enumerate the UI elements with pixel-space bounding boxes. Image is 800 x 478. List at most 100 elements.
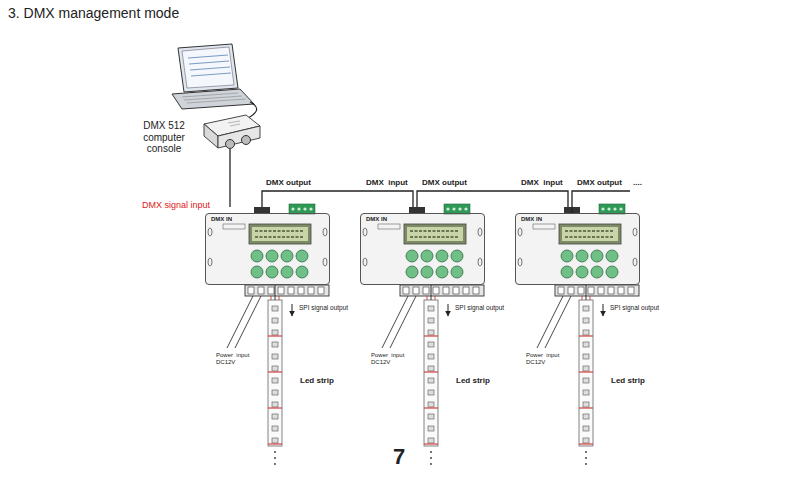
control-button [436,250,448,262]
console-side [218,126,260,148]
dmx-controller: DMX IN [205,213,330,285]
terminal-screw [446,207,449,210]
port-label: DMX IN [366,216,387,223]
control-button [436,266,448,278]
cut-mark [424,407,438,408]
mount-slot [478,258,482,266]
signal-label: SPI signal output [610,304,659,311]
strip-label: Led strip [300,376,334,385]
led-strip [579,300,593,446]
terminal-slot [288,287,294,294]
control-button [606,266,618,278]
controller-case [205,213,330,285]
terminal-slot [423,287,429,294]
control-button [266,266,278,278]
terminal-screw [613,207,616,210]
lcd-screen [407,227,463,241]
control-button [606,250,618,262]
chip-row [533,224,555,229]
mount-slot [633,258,637,266]
lcd-lines [565,231,613,237]
control-button [451,250,463,262]
port-label: DMX output [577,178,622,187]
power-wire [382,296,416,348]
port-label: DMX output [422,178,467,187]
control-button [561,266,573,278]
terminal-screw [601,207,604,210]
cut-mark [268,407,282,408]
laptop-base [172,89,254,109]
controller-body [360,204,485,465]
control-button [266,250,278,262]
page-title: 3. DMX management mode [8,5,179,21]
power-label: Power input DC12V [526,352,570,366]
cut-mark [424,371,438,372]
signal-label: DMX signal input [142,200,210,210]
mount-slot [323,228,327,236]
cut-mark [268,371,282,372]
console-print [228,121,240,126]
continuation-dot [585,463,587,465]
continuation-dot [274,463,276,465]
terminal-slot [433,287,439,294]
laptop [172,44,257,119]
terminal-slot [588,287,594,294]
terminal-slot [443,287,449,294]
control-button [296,250,308,262]
cut-mark [424,335,438,336]
page-number: 7 [393,444,405,469]
terminal-slot [268,287,274,294]
output-terminal [400,285,484,296]
led-chip [583,390,589,395]
chip-row [378,224,400,229]
continuation-dot [585,457,587,459]
terminal-slot [618,287,624,294]
port-label: DMX IN [211,216,232,223]
control-button [251,250,263,262]
terminal-slot [558,287,564,294]
laptop-screen [178,44,238,92]
controller-case [515,213,640,285]
cut-mark [268,443,282,444]
dmx-cable [572,191,630,213]
led-chip [428,426,434,431]
control-button [576,266,588,278]
power-wire [227,296,261,348]
led-chip [272,378,278,383]
lcd-lines [255,231,303,237]
led-chip [428,318,434,323]
spi-cable [431,285,432,300]
led-chip [272,402,278,407]
spi-arrow [603,304,604,316]
port-label: DMX output [266,178,311,187]
mount-slot [478,228,482,236]
power-label: Power input DC12V [216,352,260,366]
terminal-screw [297,207,300,210]
xlr-socket [226,140,235,149]
continuation-dot [585,451,587,453]
led-chip [428,366,434,371]
power-wire [537,296,571,348]
mount-slot [323,258,327,266]
terminal-slot [248,287,254,294]
continuation-dot [430,463,432,465]
control-button [406,266,418,278]
port-label: DMX input [366,178,408,187]
led-strip-node: Led strip [268,300,282,446]
strip-label: Led strip [611,376,645,385]
console-front [204,124,218,148]
terminal-screw [458,207,461,210]
console-device [198,112,262,158]
terminal-slot [318,287,324,294]
lcd-frame [249,224,311,244]
led-chip [428,438,434,443]
signal-label: SPI signal output [455,304,504,311]
control-button [296,266,308,278]
led-chip [272,366,278,371]
led-strip [268,300,282,446]
led-strip [424,300,438,446]
terminal-slot [403,287,409,294]
device-label: DMX 512 computer console [136,120,192,155]
led-chip [272,438,278,443]
